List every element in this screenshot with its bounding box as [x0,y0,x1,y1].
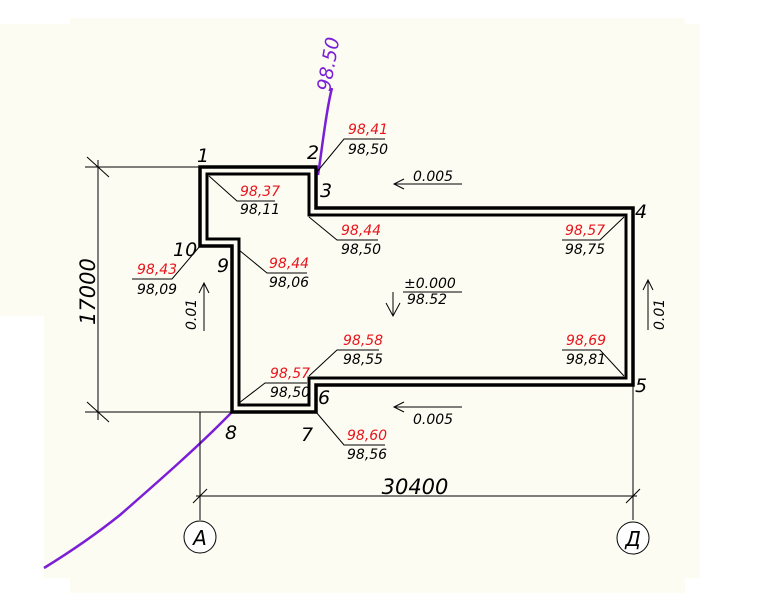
elevation-red: 98,57 [270,366,310,382]
point-numbers: 1 2 3 4 5 6 7 8 9 10 [173,142,647,446]
elevation-black: 98,50 [341,242,381,258]
slope-label-right: 0.01 [652,299,668,330]
paper-sheet-lower [44,316,700,578]
elevation-red: 98,37 [240,184,280,200]
elevation-red: 98,69 [566,333,606,349]
axis-label-a: А [191,526,207,550]
slope-arrow-top [392,178,462,190]
zero-elevation-top: ±0.000 [404,276,456,292]
elevation-black: 98,81 [566,352,606,368]
slope-label-bottom: 0.005 [413,412,453,428]
elevation-black: 98,11 [240,202,280,218]
point-number: 6 [318,387,330,409]
paper-sheet-upper [0,24,700,316]
elevation-values: 98,41 98,50 98,37 98,11 98,44 98,50 98,5… [137,122,606,463]
elevation-red: 98,57 [565,223,605,239]
axis-bubble-d: Д [616,521,650,555]
slope-label-top: 0.005 [413,169,453,185]
elevation-black: 98,75 [565,242,605,258]
width-dimension-label: 30400 [382,475,449,499]
elevation-red: 98,43 [137,262,177,278]
axis-label-d: Д [624,527,641,551]
elevation-leaders [132,138,625,446]
contour-line-upper [316,87,334,176]
elevation-red: 98,60 [347,428,387,444]
height-dimension [85,156,232,423]
point-number: 8 [225,422,237,444]
point-number: 7 [301,424,313,446]
elevation-red: 98,44 [269,256,309,272]
zero-elevation-bottom: 98.52 [407,292,447,308]
point-number: 4 [635,201,647,223]
elevation-red: 98,58 [343,333,383,349]
point-number: 2 [307,142,319,164]
point-number: 5 [635,375,647,397]
point-number: 10 [173,239,197,261]
elevation-red: 98,44 [341,223,381,239]
elevation-black: 98,09 [137,282,177,298]
elevation-black: 98,50 [348,142,388,158]
elevation-red: 98,41 [348,122,388,138]
elevation-black: 98,06 [269,275,309,291]
elevation-black: 98,56 [347,447,387,463]
slope-arrow-right [642,278,654,330]
elevation-black: 98,55 [343,352,383,368]
point-number: 9 [217,255,229,277]
point-number: 3 [320,180,332,202]
slope-arrow-left [198,281,210,331]
point-number: 1 [197,145,209,167]
height-dimension-label: 17000 [76,258,100,325]
axis-bubble-a: А [183,520,217,554]
zero-elevation-marker: ±0.000 98.52 [385,276,462,318]
width-dimension [192,385,641,520]
contour-line-lower [43,411,233,570]
elevation-black: 98,50 [270,385,310,401]
slope-label-left: 0.01 [184,299,200,330]
building-outline-inner [205,172,628,407]
slope-arrow-bottom [392,401,462,413]
building-outline-outer [198,165,635,414]
